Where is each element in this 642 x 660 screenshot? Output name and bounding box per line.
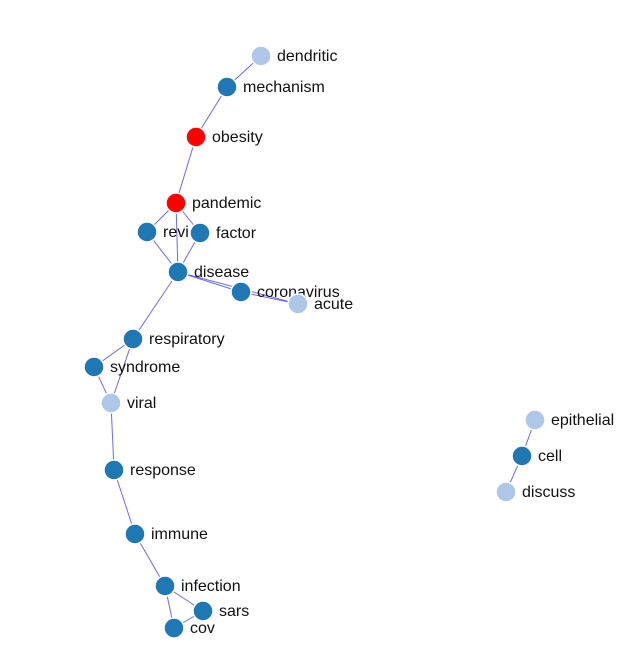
node-label-obesity: obesity <box>212 129 263 146</box>
node-label-cov: cov <box>190 620 215 637</box>
edge-pandemic-disease <box>175 202 179 273</box>
edge-respiratory-viral <box>110 338 134 404</box>
node-infection[interactable]: infection <box>154 575 241 597</box>
node-label-acute: acute <box>314 296 353 313</box>
node-circle-disease[interactable] <box>167 261 189 283</box>
node-circle-respiratory[interactable] <box>122 328 144 350</box>
node-circle-epithelial[interactable] <box>524 409 546 431</box>
node-circle-response[interactable] <box>103 459 125 481</box>
node-circle-syndrome[interactable] <box>83 356 105 378</box>
node-label-viral: viral <box>127 395 156 412</box>
node-label-factor: factor <box>216 225 257 242</box>
node-obesity[interactable]: obesity <box>185 126 263 148</box>
node-circle-cell[interactable] <box>511 445 533 467</box>
node-discuss[interactable]: discuss <box>495 481 575 503</box>
node-viral[interactable]: viral <box>100 392 156 414</box>
node-label-mechanism: mechanism <box>243 79 325 96</box>
node-syndrome[interactable]: syndrome <box>83 356 180 378</box>
edge-disease-coronavirus <box>177 271 242 293</box>
node-factor[interactable]: factor <box>189 222 257 244</box>
node-circle-pandemic[interactable] <box>165 192 187 214</box>
node-circle-mechanism[interactable] <box>216 76 238 98</box>
node-pandemic[interactable]: pandemic <box>165 192 261 214</box>
edge-response-immune <box>113 469 136 535</box>
node-mechanism[interactable]: mechanism <box>216 76 325 98</box>
node-circle-factor[interactable] <box>189 222 211 244</box>
node-circle-review[interactable] <box>136 221 158 243</box>
node-circle-discuss[interactable] <box>495 481 517 503</box>
node-circle-obesity[interactable] <box>185 126 207 148</box>
node-circle-acute[interactable] <box>287 293 309 315</box>
node-label-immune: immune <box>151 526 208 543</box>
node-label-cell: cell <box>538 448 562 465</box>
node-circle-cov[interactable] <box>163 617 185 639</box>
node-dendritic[interactable]: dendritic <box>250 45 337 67</box>
node-cell[interactable]: cell <box>511 445 562 467</box>
node-sars[interactable]: sars <box>192 600 249 622</box>
node-label-infection: infection <box>181 578 241 595</box>
node-respiratory[interactable]: respiratory <box>122 328 225 350</box>
edge-disease-respiratory <box>132 271 179 340</box>
node-label-disease: disease <box>194 264 249 281</box>
node-disease[interactable]: disease <box>167 261 249 283</box>
node-cov[interactable]: cov <box>163 617 215 639</box>
node-epithelial[interactable]: epithelial <box>524 409 614 431</box>
node-circle-viral[interactable] <box>100 392 122 414</box>
node-coronavirus[interactable]: coronavirus <box>230 281 340 303</box>
node-circle-immune[interactable] <box>124 523 146 545</box>
node-label-coronavirus: coronavirus <box>257 284 340 301</box>
node-label-response: response <box>130 462 196 479</box>
node-label-sars: sars <box>219 603 249 620</box>
node-label-epithelial: epithelial <box>551 412 614 429</box>
node-label-dendritic: dendritic <box>277 48 337 65</box>
node-label-syndrome: syndrome <box>110 359 180 376</box>
edge-viral-response <box>110 402 115 471</box>
node-response[interactable]: response <box>103 459 196 481</box>
node-label-pandemic: pandemic <box>192 195 261 212</box>
node-circle-coronavirus[interactable] <box>230 281 252 303</box>
node-acute[interactable]: acute <box>287 293 353 315</box>
node-circle-dendritic[interactable] <box>250 45 272 67</box>
node-circle-infection[interactable] <box>154 575 176 597</box>
edge-obesity-pandemic <box>175 136 197 204</box>
node-label-discuss: discuss <box>522 484 575 501</box>
node-label-respiratory: respiratory <box>149 331 225 348</box>
node-circle-sars[interactable] <box>192 600 214 622</box>
node-immune[interactable]: immune <box>124 523 208 545</box>
